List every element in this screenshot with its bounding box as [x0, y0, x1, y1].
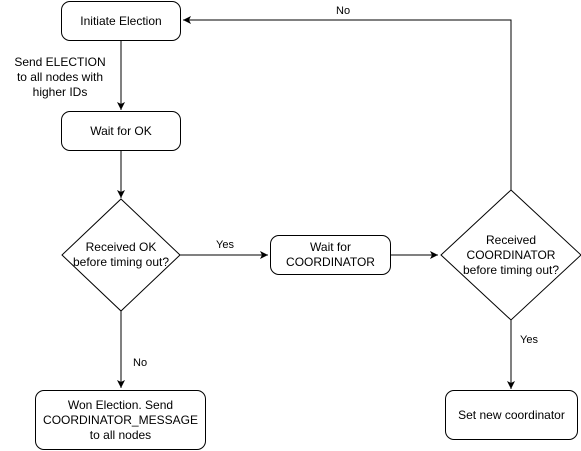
coordinator-no-label: No — [336, 5, 351, 17]
wait-for-ok-node: Wait for OK — [61, 111, 181, 151]
edge-coord-no — [183, 16, 512, 190]
decision-received-coordinator — [440, 189, 581, 321]
decision-received-ok — [61, 198, 181, 312]
set-new-coordinator-node: Set new coordinator — [445, 390, 578, 440]
wait-for-coordinator-node: Wait for COORDINATOR — [270, 235, 391, 275]
ok-yes-label: Yes — [216, 239, 234, 251]
send-election-label: Send ELECTION to all nodes with higher I… — [14, 55, 106, 99]
won-election-node: Won Election. Send COORDINATOR_MESSAGE t… — [35, 390, 206, 450]
coordinator-yes-label: Yes — [520, 334, 538, 346]
ok-no-label: No — [133, 357, 148, 369]
initiate-election-node: Initiate Election — [61, 1, 181, 41]
received-coordinator-label: Received COORDINATOR before timing out? — [462, 232, 560, 277]
received-ok-label: Received OK before timing out? — [72, 240, 170, 269]
